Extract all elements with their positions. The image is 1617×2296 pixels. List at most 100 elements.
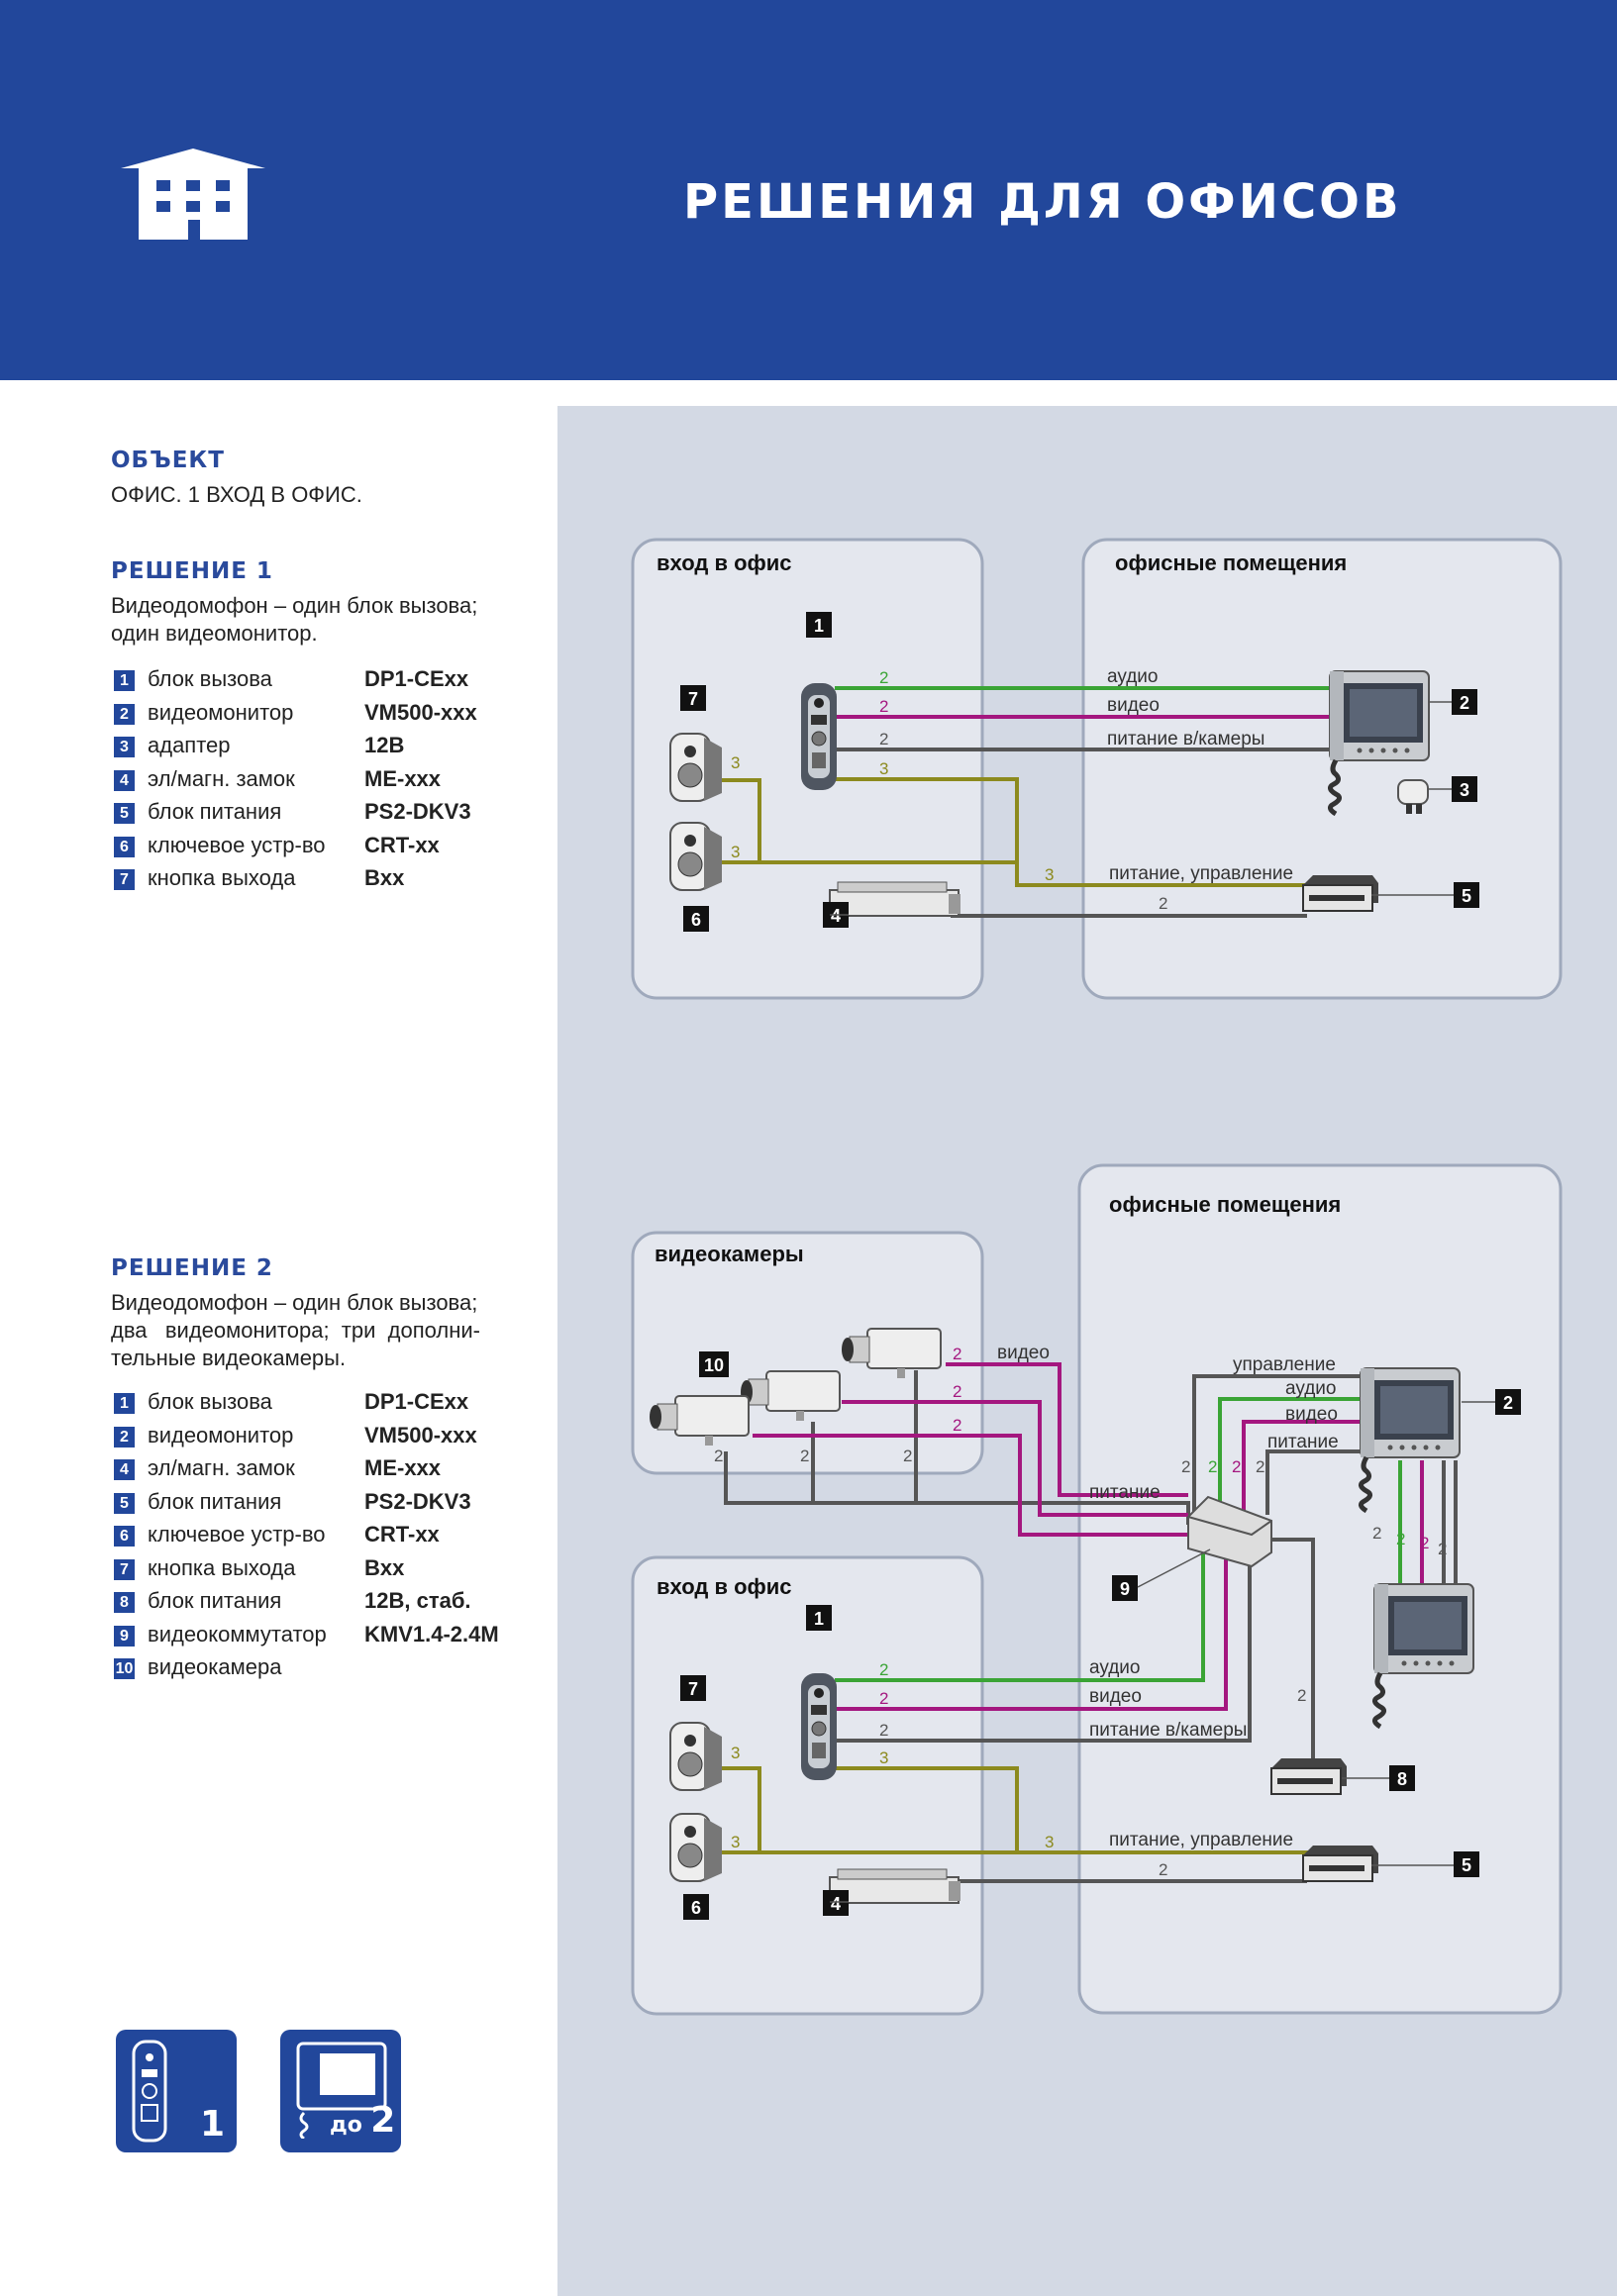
legend-code: CRT-xx xyxy=(364,1522,440,1547)
svg-text:5: 5 xyxy=(1462,886,1471,906)
legend-number: 1 xyxy=(114,1393,135,1414)
entry-title-1: вход в офис xyxy=(657,550,792,575)
office-title-2: офисные помещения xyxy=(1109,1192,1341,1217)
audio-label-2a: аудио xyxy=(1285,1378,1337,1399)
svg-text:2: 2 xyxy=(953,1345,961,1363)
svg-text:3: 3 xyxy=(879,1748,888,1767)
legend-code: 12В, стаб. xyxy=(364,1588,471,1613)
legend-number: 1 xyxy=(114,670,135,691)
legend-name: блок питания xyxy=(148,1588,282,1613)
svg-text:7: 7 xyxy=(688,1679,698,1699)
legend-name: адаптер xyxy=(148,733,231,757)
legend-name: блок питания xyxy=(148,1488,282,1514)
legend-row: 6 ключевое устр-во CRT-xx xyxy=(111,1522,527,1551)
power-label-2b: питание xyxy=(1089,1482,1161,1503)
legend-number: 2 xyxy=(114,1426,135,1447)
svg-text:2: 2 xyxy=(1503,1393,1513,1413)
video-switch xyxy=(1187,1495,1272,1568)
svg-text:2: 2 xyxy=(1208,1457,1217,1476)
object-text: ОФИС. 1 ВХОД В ОФИС. xyxy=(111,482,362,507)
legend-code: ME-xxx xyxy=(364,1455,442,1480)
legend-name: видеомонитор xyxy=(148,699,294,725)
video-line-2a xyxy=(1242,1420,1366,1515)
power-cam-label-2: питание в/камеры xyxy=(1089,1720,1247,1741)
legend-name: видеокамера xyxy=(148,1654,282,1679)
office-area-2 xyxy=(1077,1163,1563,2015)
svg-text:10: 10 xyxy=(704,1355,724,1375)
office-building-icon xyxy=(121,149,265,240)
legend-number: 10 xyxy=(114,1658,135,1679)
svg-text:3: 3 xyxy=(879,759,888,778)
entry-title-2: вход в офис xyxy=(657,1574,792,1599)
office-title-1: офисные помещения xyxy=(1115,550,1347,575)
legend-code: Bxx xyxy=(364,1554,405,1580)
wire-counts-1: 2 2 2 3 3 3 3 2 xyxy=(731,668,1167,913)
svg-text:2: 2 xyxy=(1396,1530,1405,1548)
svg-text:7: 7 xyxy=(688,689,698,709)
call-panel-2 xyxy=(800,1672,838,1781)
psu8-line xyxy=(1270,1538,1315,1764)
legend-number: 6 xyxy=(114,1526,135,1547)
legend-name: блок питания xyxy=(148,799,282,824)
legend-name: блок вызова xyxy=(148,1389,272,1414)
legend-number: 9 xyxy=(114,1625,135,1647)
magnetic-lock-1 xyxy=(829,881,961,917)
svg-text:2: 2 xyxy=(879,1721,888,1740)
svg-text:2: 2 xyxy=(714,1447,723,1465)
svg-text:2: 2 xyxy=(1256,1457,1264,1476)
solution1-desc-line2: один видеомонитор. xyxy=(111,621,318,646)
video-monitor-icon xyxy=(296,2042,387,2139)
legend-row: 9 видеокоммутатор KMV1.4-2.4M xyxy=(111,1622,527,1651)
svg-text:6: 6 xyxy=(691,910,701,930)
svg-text:2: 2 xyxy=(800,1447,809,1465)
legend-name: видеокоммутатор xyxy=(148,1621,327,1647)
legend-row: 10 видеокамера xyxy=(111,1654,527,1684)
video-label-1: видео xyxy=(1107,695,1160,716)
power-supply-8 xyxy=(1270,1757,1348,1795)
solution1-desc-line1: Видеодомофон – один блок вызова; xyxy=(111,593,478,618)
solution2-desc-line1: Видеодомофон – один блок вызова; xyxy=(111,1290,478,1315)
legend-number: 5 xyxy=(114,803,135,824)
power-ctrl-label-2: питание, управление xyxy=(1109,1830,1293,1850)
exit-button-1 xyxy=(669,733,723,802)
legend-name: ключевое устр-во xyxy=(148,832,326,857)
audio-label-1: аудио xyxy=(1107,666,1159,687)
solution2-heading: РЕШЕНИЕ 2 xyxy=(111,1255,273,1281)
solution1-heading: РЕШЕНИЕ 1 xyxy=(111,558,273,584)
key-reader-1 xyxy=(669,822,723,891)
power-cam-line-2 xyxy=(835,1549,1252,1743)
svg-text:2: 2 xyxy=(1420,1534,1429,1552)
video-label-2a: видео xyxy=(997,1343,1050,1363)
video-line-2 xyxy=(835,1549,1228,1711)
legend-number: 4 xyxy=(114,769,135,791)
legend-code: Bxx xyxy=(364,865,405,890)
control-line-2b xyxy=(835,1766,1312,1854)
call-panel-1 xyxy=(800,682,838,791)
legend-name: ключевое устр-во xyxy=(148,1522,326,1547)
svg-text:2: 2 xyxy=(1159,894,1167,913)
legend-code: KMV1.4-2.4M xyxy=(364,1621,499,1647)
video-label-2b: видео xyxy=(1285,1404,1338,1425)
svg-text:3: 3 xyxy=(731,843,740,861)
svg-text:2: 2 xyxy=(879,1689,888,1708)
video-label-2c: видео xyxy=(1089,1686,1142,1707)
svg-text:3: 3 xyxy=(1045,865,1054,884)
office-area-1 xyxy=(1081,538,1563,1000)
legend-code: PS2-DKV3 xyxy=(364,799,471,824)
svg-text:4: 4 xyxy=(831,1894,841,1914)
legend-code: 12В xyxy=(364,733,405,757)
svg-text:9: 9 xyxy=(1120,1579,1130,1599)
page-title: РЕШЕНИЯ ДЛЯ ОФИСОВ xyxy=(683,174,1402,230)
wire-counts-2: 2 2 2 2 2 2 2 2 2 2 2 2 2 2 2 2 2 2 3 3 … xyxy=(714,1345,1447,1879)
legend-code: VM500-xxx xyxy=(364,1422,477,1447)
call-panel-icon xyxy=(132,2040,167,2143)
svg-text:2: 2 xyxy=(1438,1540,1447,1558)
